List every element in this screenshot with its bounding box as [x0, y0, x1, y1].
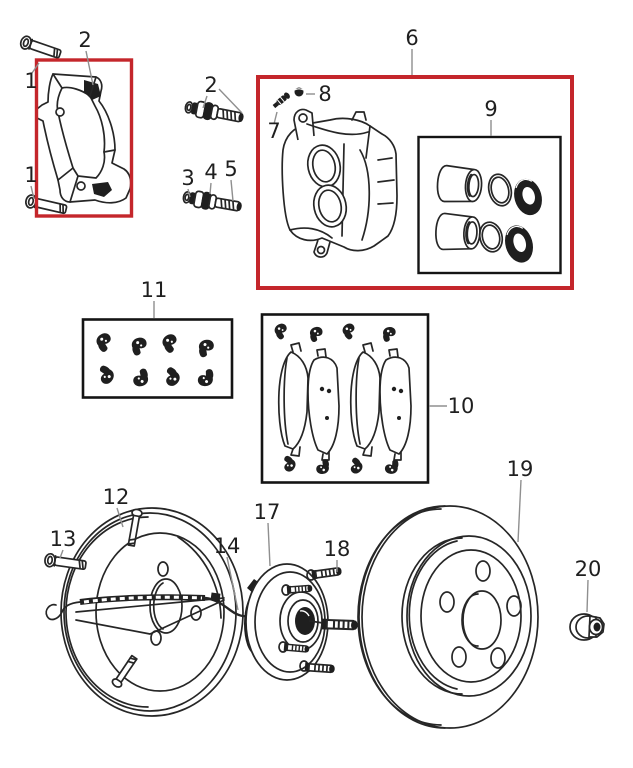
callout-5[interactable]: 5 [224, 157, 237, 181]
callout-18[interactable]: 18 [324, 537, 351, 561]
splash-shield[interactable] [60, 507, 244, 717]
shield-screw-upper [127, 508, 143, 547]
caliper-adapter-bracket[interactable] [36, 73, 132, 204]
callout-2-bracket[interactable]: 2 [78, 28, 91, 52]
hub-nut[interactable] [569, 613, 605, 641]
callout-7[interactable]: 7 [267, 119, 280, 143]
callout-1-upper[interactable]: 1 [24, 69, 37, 93]
piston-seal-kit[interactable] [433, 163, 546, 266]
callout-20[interactable]: 20 [575, 557, 602, 581]
callout-11[interactable]: 11 [141, 278, 168, 302]
brake-caliper[interactable] [281, 108, 398, 258]
callout-9[interactable]: 9 [484, 97, 497, 121]
callout-17[interactable]: 17 [254, 500, 281, 524]
brake-rotor[interactable] [357, 505, 539, 729]
pad-kit-box[interactable] [260, 313, 430, 484]
callout-19[interactable]: 19 [507, 457, 534, 481]
callout-13[interactable]: 13 [50, 527, 77, 551]
guide-pin-upper[interactable] [182, 97, 247, 128]
hardware-kit-box[interactable] [81, 318, 234, 399]
callout-14[interactable]: 14 [214, 534, 241, 558]
callout-12[interactable]: 12 [103, 485, 130, 509]
bleeder-cap[interactable] [294, 87, 304, 97]
caliper-highlight-box[interactable] [256, 75, 574, 290]
bleeder-screw[interactable] [272, 91, 291, 109]
leader-lines [30, 49, 589, 613]
callout-6[interactable]: 6 [405, 26, 418, 50]
seal-kit-box[interactable] [417, 135, 562, 275]
callout-10[interactable]: 10 [448, 394, 475, 418]
callout-8[interactable]: 8 [318, 82, 331, 106]
callout-1-lower[interactable]: 1 [24, 163, 37, 187]
callout-3[interactable]: 3 [181, 166, 194, 190]
mounting-bolt-upper[interactable] [18, 34, 63, 62]
hub-bearing-assembly[interactable] [244, 563, 359, 681]
pad-hardware-clip-kit[interactable] [95, 332, 217, 389]
callout-4[interactable]: 4 [204, 160, 217, 184]
adapter-highlight-box[interactable] [34, 58, 134, 218]
shield-screw-lower [111, 654, 138, 688]
guide-pin-lower[interactable] [181, 187, 245, 217]
brake-pad-kit[interactable] [274, 322, 412, 477]
callout-2-pin[interactable]: 2 [204, 73, 217, 97]
